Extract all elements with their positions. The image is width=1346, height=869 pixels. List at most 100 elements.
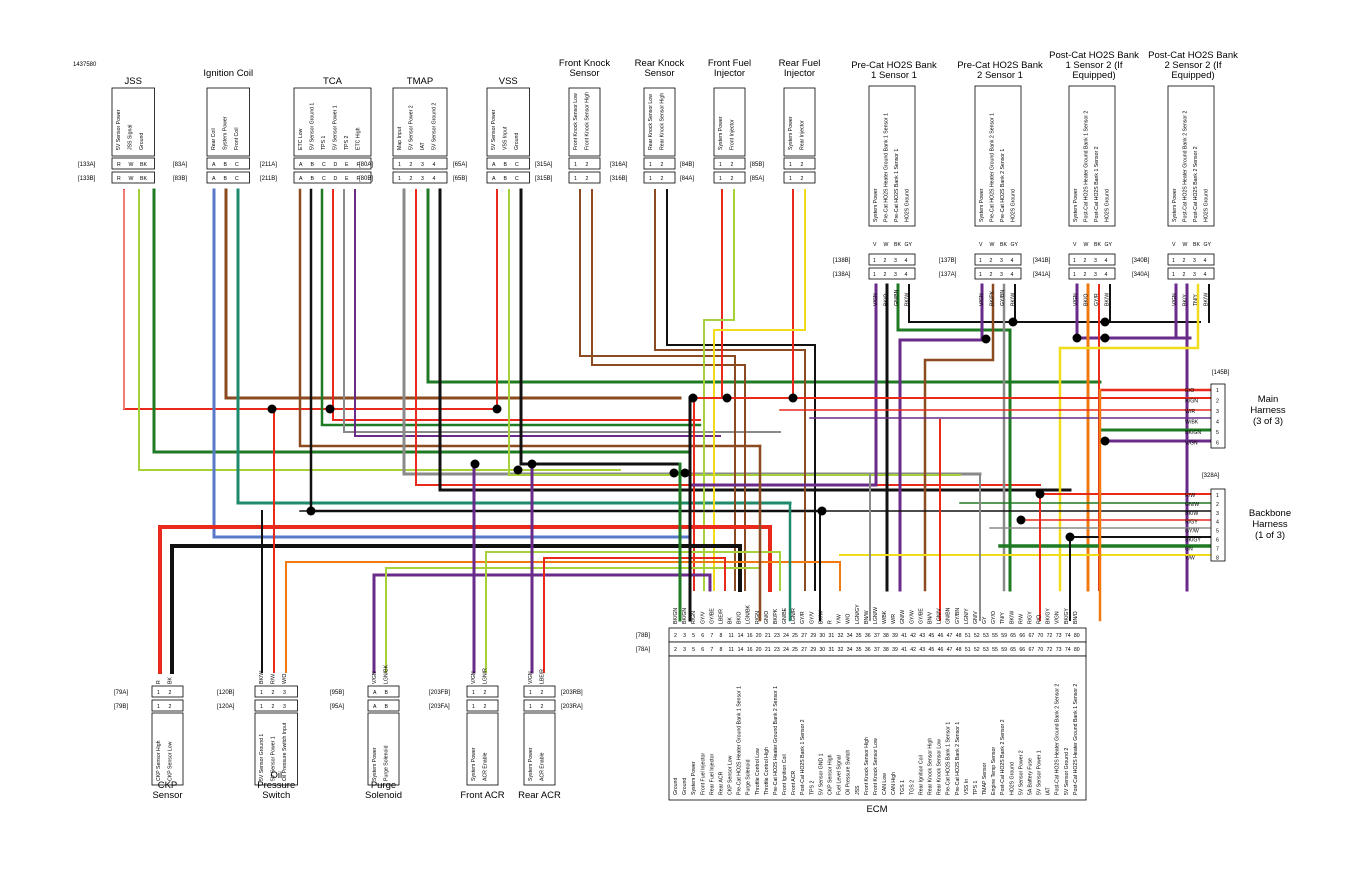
bottom-title: Oil	[270, 770, 282, 781]
ecm-title: ECM	[866, 804, 887, 815]
ecm-signal-label: Front Ignition Coil	[782, 754, 788, 795]
ecm-pin-bottom: 46	[938, 647, 944, 653]
ecm-pin-bottom: 31	[829, 647, 835, 653]
ecm-wire-color: GN/BN	[946, 607, 952, 624]
ho2s-title: Post-Cat HO2S Bank	[1049, 50, 1139, 61]
ecm-signal-label: Front Fuel Injector	[700, 753, 706, 795]
pin-id: 3	[283, 704, 286, 710]
connector-tag-bottom: [133B]	[78, 176, 96, 182]
ho2s-wire-color: BK/O	[884, 294, 890, 306]
connector-pin-row-b	[486, 171, 530, 184]
ecm-signal-label: HO2S Ground	[1009, 762, 1015, 795]
connector-title: Rear Knock	[635, 58, 685, 69]
main-harness-title-3: (3 of 3)	[1253, 416, 1283, 427]
connector-tag-top: [85B]	[750, 162, 764, 168]
main-harness-wire-color: V/GN	[1185, 441, 1198, 447]
bottom-signal-label: 5V Sensor Power 1	[271, 736, 277, 781]
backbone-wire-color: GN	[1185, 546, 1193, 552]
bottom-tag-bottom: [203FA]	[429, 704, 450, 710]
ho2s-wire-color: TN/Y	[1193, 294, 1199, 306]
ecm-wire-color: R/GY	[1027, 611, 1033, 624]
ho2s-wire-color: GN/BN	[894, 289, 900, 306]
pin-id: B	[385, 690, 389, 696]
pin-id: W	[129, 162, 134, 168]
pin-signal-label: Map Input	[397, 126, 403, 150]
bottom-tag-bottom: [95A]	[330, 704, 344, 710]
pin-id: 3	[421, 162, 424, 168]
ecm-pin-bottom: 16	[747, 647, 753, 653]
ho2s-wire-color: BK/PK	[990, 290, 996, 306]
ecm-pin-top: 3	[683, 633, 686, 639]
main-harness-pin: 3	[1216, 409, 1219, 415]
bottom-signal-label: System Power	[372, 747, 378, 781]
ecm-pin-top: 23	[774, 633, 780, 639]
ho2s-pin-row-a	[868, 253, 916, 266]
bottom-wire-color: R/W	[271, 674, 277, 684]
ecm-pin-bottom: 27	[801, 647, 807, 653]
ecm-signal-label: Fuel Level Signal	[837, 755, 843, 795]
pin-id: D	[334, 162, 338, 168]
pin-id: 4	[433, 162, 436, 168]
main-harness-pin: 5	[1216, 430, 1219, 436]
ecm-pin-top: 66	[1019, 633, 1025, 639]
ecm-signal-label: Front ACR	[791, 771, 797, 795]
pin-signal-label: 5V Sensor Power	[491, 109, 497, 150]
pin-id: 1	[260, 704, 263, 710]
ecm-wire-color: BN/V	[927, 611, 933, 624]
connector-tag-top: [211A]	[260, 162, 277, 168]
pin-id: 3	[1193, 258, 1196, 264]
ho2s-wire-color: GY/R	[1094, 293, 1100, 306]
pin-signal-label: 5V Sensor Power 1	[333, 105, 339, 150]
pin-id: 2	[484, 690, 487, 696]
pin-id: C	[235, 162, 239, 168]
ecm-signal-label: Rear Knock Sensor Low	[937, 739, 943, 795]
connector-pin-row-b	[293, 171, 372, 184]
pin-id: 4	[1105, 272, 1108, 278]
backbone-wire-color: R/GY	[1185, 520, 1198, 526]
connector-tag-top: [315A]	[535, 162, 553, 168]
bottom-signal-label: System Power	[528, 747, 534, 781]
ecm-wire-color: LGN/V	[937, 608, 943, 624]
ho2s-label-box	[1068, 85, 1116, 227]
pin-signal-label: Front Injector	[730, 119, 736, 150]
pin-id: 2	[541, 704, 544, 710]
pin-id: 1	[789, 176, 792, 182]
pin-signal-label: Front Knock Sensor High	[585, 92, 591, 150]
pin-id: 1	[472, 690, 475, 696]
pin-id: 2	[731, 162, 734, 168]
ho2s-pin-row-b	[974, 267, 1022, 280]
document-id: 1437580	[73, 62, 97, 68]
ecm-wire-color: GY/O	[991, 611, 997, 624]
ho2s-tag-bottom: [341A]	[1033, 272, 1051, 278]
backbone-harness-tag: [328A]	[1202, 473, 1220, 479]
ecm-wire-color: LGN/Y	[964, 608, 970, 624]
ecm-signal-label: TMAP Sensor	[982, 763, 988, 795]
ho2s-pin-row-a	[1167, 253, 1215, 266]
pin-id: 1	[719, 162, 722, 168]
connector-title: Front Fuel	[708, 58, 751, 69]
pin-id: C	[322, 176, 326, 182]
bottom-tag-top: [95B]	[330, 690, 344, 696]
ho2s-pin-color: GY	[1011, 242, 1019, 248]
pin-id: 4	[1011, 272, 1014, 278]
pin-id: B	[504, 162, 508, 168]
connector-pin-row-a	[392, 157, 448, 170]
connector-pin-row-a	[568, 157, 601, 170]
ecm-signal-label: Throttle Control Low	[755, 748, 761, 795]
bottom-title: Front ACR	[460, 790, 504, 801]
ecm-pin-top: 21	[765, 633, 771, 639]
ecm-pin-bottom: 23	[774, 647, 780, 653]
ecm-wire-color: W/BK	[882, 610, 888, 624]
pin-id: 2	[884, 272, 887, 278]
ecm-pin-bottom: 47	[947, 647, 953, 653]
ho2s-tag-top: [341B]	[1033, 258, 1051, 264]
ho2s-signal-label: Post-Cat HO2S Heater Ground Bank 2 Senso…	[1183, 111, 1189, 222]
connector-pin-row-b	[643, 171, 676, 184]
pin-id: 2	[1183, 258, 1186, 264]
ho2s-pin-color: V	[873, 242, 877, 248]
pin-id: 2	[731, 176, 734, 182]
pin-id: 1	[260, 690, 263, 696]
